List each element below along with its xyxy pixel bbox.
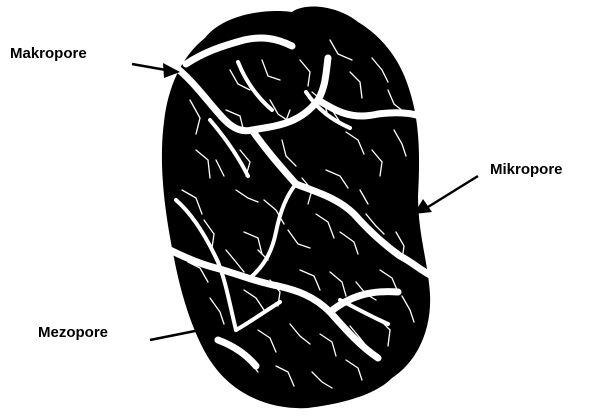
mezopore-label: Mezopore <box>38 324 108 342</box>
soil-aggregate <box>162 7 430 409</box>
mikropore-arrow <box>428 176 478 207</box>
makropore-label: Makropore <box>10 45 87 63</box>
mezopore-arrow <box>150 330 200 340</box>
makropore-arrow <box>132 64 166 70</box>
mikropore-label: Mikropore <box>490 161 563 179</box>
